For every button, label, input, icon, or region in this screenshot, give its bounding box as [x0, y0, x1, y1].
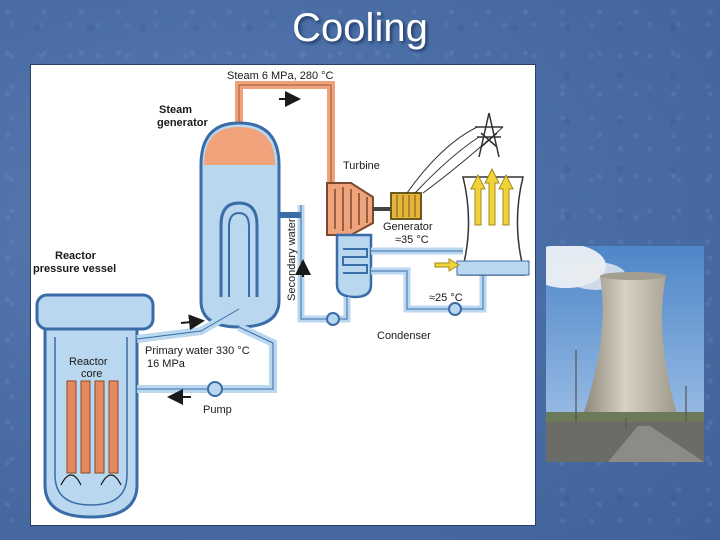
label-primary-1: Primary water 330 °C [145, 345, 250, 357]
primary-pump-icon [207, 381, 223, 397]
label-pump: Pump [203, 404, 232, 416]
label-steam-generator-2: generator [157, 117, 208, 129]
condenser-coil [342, 248, 368, 274]
label-core-1: Reactor [69, 356, 108, 368]
electric-generator [390, 192, 422, 220]
label-turbine: Turbine [343, 160, 380, 172]
cooling-tower-photo-svg [546, 246, 704, 462]
reactor-diagram: Steam 6 MPa, 280 °C Steam generator Turb… [30, 64, 536, 526]
label-primary-2: 16 MPa [147, 358, 186, 370]
turbine [326, 182, 374, 236]
steam-dome [204, 127, 275, 165]
air-inlet-arrow [434, 258, 460, 272]
label-condenser: Condenser [377, 330, 431, 342]
label-temp-25: ≈25 °C [429, 292, 463, 304]
cooling-pump-icon [448, 302, 462, 316]
feedwater-pump-icon [326, 312, 340, 326]
label-secondary-water: Secondary water [286, 218, 298, 301]
reactor-diagram-svg: Steam 6 MPa, 280 °C Steam generator Turb… [33, 70, 530, 519]
label-core-2: core [81, 368, 102, 380]
cooling-tower-photo [546, 246, 704, 462]
label-rpv-1: Reactor [55, 250, 97, 262]
power-pylon-icon [475, 112, 503, 158]
power-lines [406, 126, 504, 194]
cooling-tower-shape [582, 276, 678, 418]
label-generator: Generator [383, 221, 433, 233]
label-temp-35: ≈35 °C [395, 234, 429, 246]
label-steam-generator-1: Steam [159, 104, 192, 116]
tower-basin [456, 260, 530, 276]
u-tubes [219, 201, 259, 297]
label-rpv-2: pressure vessel [33, 263, 116, 275]
label-steam: Steam 6 MPa, 280 °C [227, 70, 334, 82]
slide-title: Cooling [292, 6, 428, 50]
reactor-core-rods [66, 380, 119, 474]
rpv-head [35, 293, 155, 331]
vapor-arrows [470, 167, 514, 226]
